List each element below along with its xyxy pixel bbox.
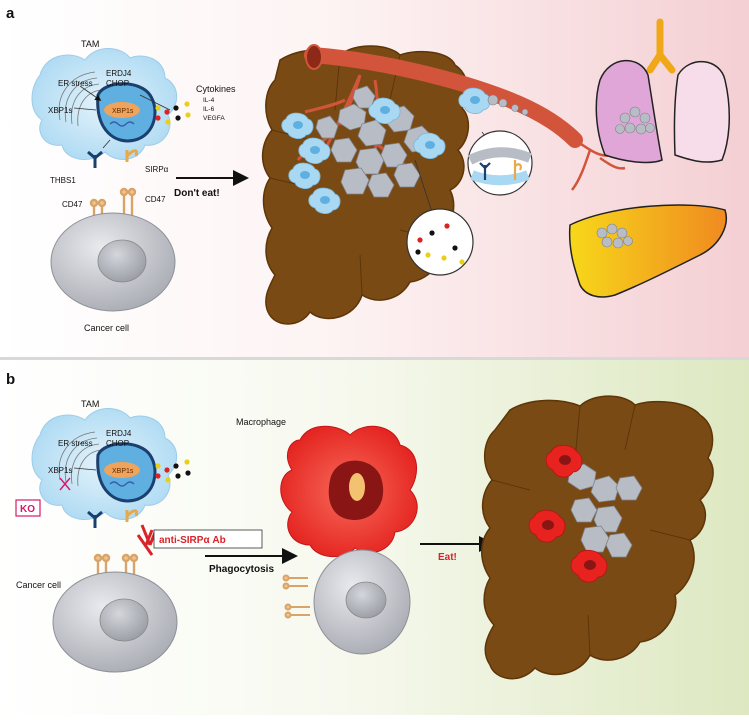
antibody-label-box xyxy=(153,529,263,549)
erdj4-label-b: ERDJ4 xyxy=(106,429,132,438)
lungs-a xyxy=(595,18,731,164)
cd47-right-label: CD47 xyxy=(145,195,166,204)
thbs1-icon-b xyxy=(87,510,103,528)
cytokine-dots-b xyxy=(155,459,191,483)
er-membrane-icon xyxy=(58,71,102,127)
ko-label: KO xyxy=(20,504,35,515)
cd47-left-label: CD47 xyxy=(62,200,83,209)
chop-label-a: CHOP xyxy=(106,79,129,88)
ovary-lobes-b xyxy=(491,404,691,656)
er-stress-label-a: ER stress xyxy=(58,79,93,88)
cancer-cell-label-a: Cancer cell xyxy=(84,323,129,333)
chop-label-b: CHOP xyxy=(106,439,129,448)
macrophage-label: Macrophage xyxy=(236,417,286,427)
cancer-cell-label-b: Cancer cell xyxy=(16,580,61,590)
tam-label-a: TAM xyxy=(81,39,99,49)
cancer-cell-a xyxy=(50,212,176,312)
xbp1s-nucleus-label-b: XBP1s xyxy=(112,468,134,475)
xbp1s-protein-icon xyxy=(104,102,140,118)
er-stress-label-b: ER stress xyxy=(58,439,93,448)
red-macrophages-b xyxy=(528,444,608,583)
liver-a xyxy=(568,204,727,298)
thbs1-label: THBS1 xyxy=(50,176,76,185)
panel-a: a XBP1s TAM ER stress ERDJ4 CHOP xyxy=(0,0,749,357)
dna-icon xyxy=(109,121,135,127)
cytokines-title: Cytokines xyxy=(196,84,236,94)
xbp1s-cyto-label-a: XBP1s xyxy=(48,106,72,115)
cd47-proteins-c xyxy=(282,574,310,619)
tam-cell-b: XBP1s TAM ER stress ERDJ4 CHOP XBP1s xyxy=(31,399,178,528)
phagocytosis-label: Phagocytosis xyxy=(209,564,274,575)
sirpa-receptor-icon xyxy=(125,149,139,162)
xbp1s-nucleus-label: XBP1s xyxy=(112,108,134,115)
ko-box xyxy=(15,499,41,517)
dna-icon-b xyxy=(109,481,135,487)
antibody-label: anti-SIRPα Ab xyxy=(159,535,226,546)
sirpa-label-a: SIRPα xyxy=(145,165,169,174)
cytokine-il6: IL-6 xyxy=(203,106,215,113)
sirpa-receptor-icon-b xyxy=(125,509,139,522)
magnifier-cytokines-a xyxy=(406,159,474,276)
panel-b: b XBP1s TAM ER stress ERDJ4 CHOP XBP1s xyxy=(0,360,749,715)
panel-divider xyxy=(0,357,749,360)
thbs1-icon xyxy=(87,150,103,168)
panel-b-letter: b xyxy=(6,371,15,388)
panel-a-letter: a xyxy=(6,5,15,22)
tam-cell-a: XBP1s TAM ER stress ERDJ4 CHOP XBP1s xyxy=(31,39,178,168)
cytokine-il4: IL-4 xyxy=(203,97,215,104)
er-membrane-icon-b xyxy=(58,431,102,487)
magnifier-receptor-a xyxy=(467,130,533,196)
tumor-cluster-b xyxy=(567,463,643,558)
cytokine-vegfa: VEGFA xyxy=(203,115,225,122)
engulfed-cell-icon xyxy=(349,473,365,501)
macrophage-b xyxy=(280,425,418,558)
erdj4-label-a: ERDJ4 xyxy=(106,69,132,78)
xbp1s-cyto-label-b: XBP1s xyxy=(48,466,72,475)
cytokine-dots-a xyxy=(155,101,191,125)
circulating-cells-a xyxy=(487,94,529,116)
cancer-cell-b xyxy=(52,571,178,673)
eat-label: Eat! xyxy=(438,552,457,563)
xbp1s-protein-icon-b xyxy=(104,462,140,478)
dont-eat-label: Don't eat! xyxy=(174,188,220,199)
cancer-cell-phagocytosed xyxy=(313,549,411,655)
tams-in-tumor-a xyxy=(281,87,491,214)
tam-label-b: TAM xyxy=(81,399,99,409)
